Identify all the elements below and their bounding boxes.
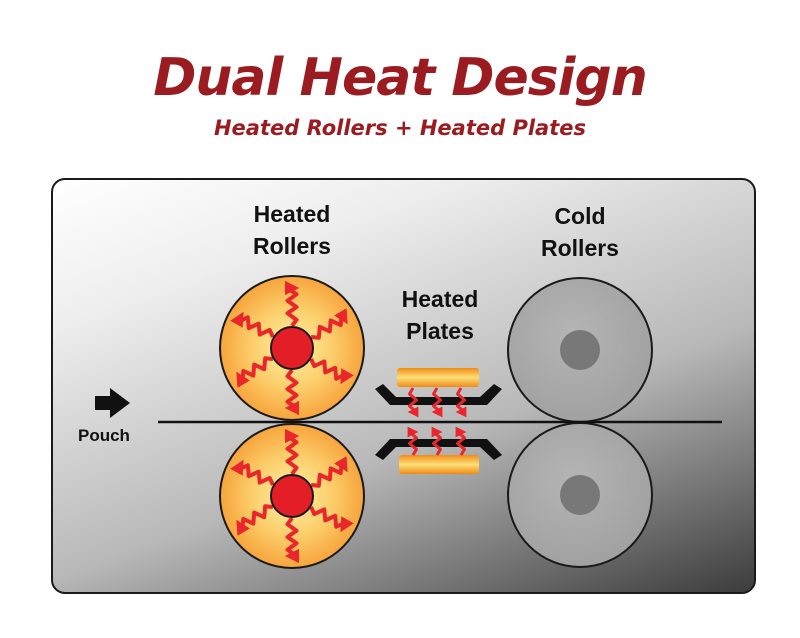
plate-heater-top xyxy=(397,368,479,387)
heated-plate-bottom xyxy=(375,426,502,474)
heated-roller-top xyxy=(219,275,365,421)
cold-roller-bottom xyxy=(507,422,653,568)
heated-plate-top xyxy=(375,368,502,418)
label-heated-rollers: Heated Rollers xyxy=(253,201,331,259)
cold-roller-core-top xyxy=(560,330,600,370)
wavy-arrow-icon xyxy=(455,387,467,418)
plate-heater-bottom xyxy=(399,455,479,474)
diagram-subtitle: Heated Rollers + Heated Plates xyxy=(213,116,587,140)
wavy-arrow-icon xyxy=(407,387,419,418)
wavy-arrow-icon xyxy=(230,311,275,338)
diagram-title: Dual Heat Design xyxy=(153,48,648,108)
heat-arrows-bottom xyxy=(230,428,354,564)
wavy-arrow-icon xyxy=(310,308,348,340)
wavy-arrow-icon xyxy=(236,356,274,388)
label-pouch: Pouch xyxy=(78,426,130,445)
plate-bracket-bottom xyxy=(375,439,502,460)
wavy-arrow-icon xyxy=(236,504,274,536)
roller-core-bottom xyxy=(270,474,314,518)
wavy-arrow-icon xyxy=(431,426,443,456)
label-heated-plates: Heated Plates xyxy=(401,286,479,344)
wavy-arrow-icon xyxy=(431,387,443,418)
label-cold-rollers: Cold Rollers xyxy=(541,203,619,261)
plate-arrows-bottom xyxy=(407,426,467,456)
heated-roller-bottom xyxy=(219,423,365,569)
right-arrow-icon xyxy=(95,388,130,418)
wavy-arrow-icon xyxy=(455,426,467,456)
plate-arrows-top xyxy=(407,387,467,418)
heat-arrows-top xyxy=(230,280,354,416)
wavy-arrow-icon xyxy=(407,426,419,456)
wavy-arrow-icon xyxy=(284,280,300,328)
wavy-arrow-icon xyxy=(284,428,300,476)
wavy-arrow-icon xyxy=(309,506,354,533)
wavy-arrow-icon xyxy=(309,358,354,385)
wavy-arrow-icon xyxy=(230,459,275,486)
wavy-arrow-icon xyxy=(310,456,348,488)
wavy-arrow-icon xyxy=(284,516,300,564)
cold-roller-top xyxy=(507,277,653,423)
wavy-arrow-icon xyxy=(284,368,300,416)
plate-bracket-top xyxy=(375,384,502,405)
cold-roller-core-bottom xyxy=(560,475,600,515)
roller-core-top xyxy=(270,326,314,370)
